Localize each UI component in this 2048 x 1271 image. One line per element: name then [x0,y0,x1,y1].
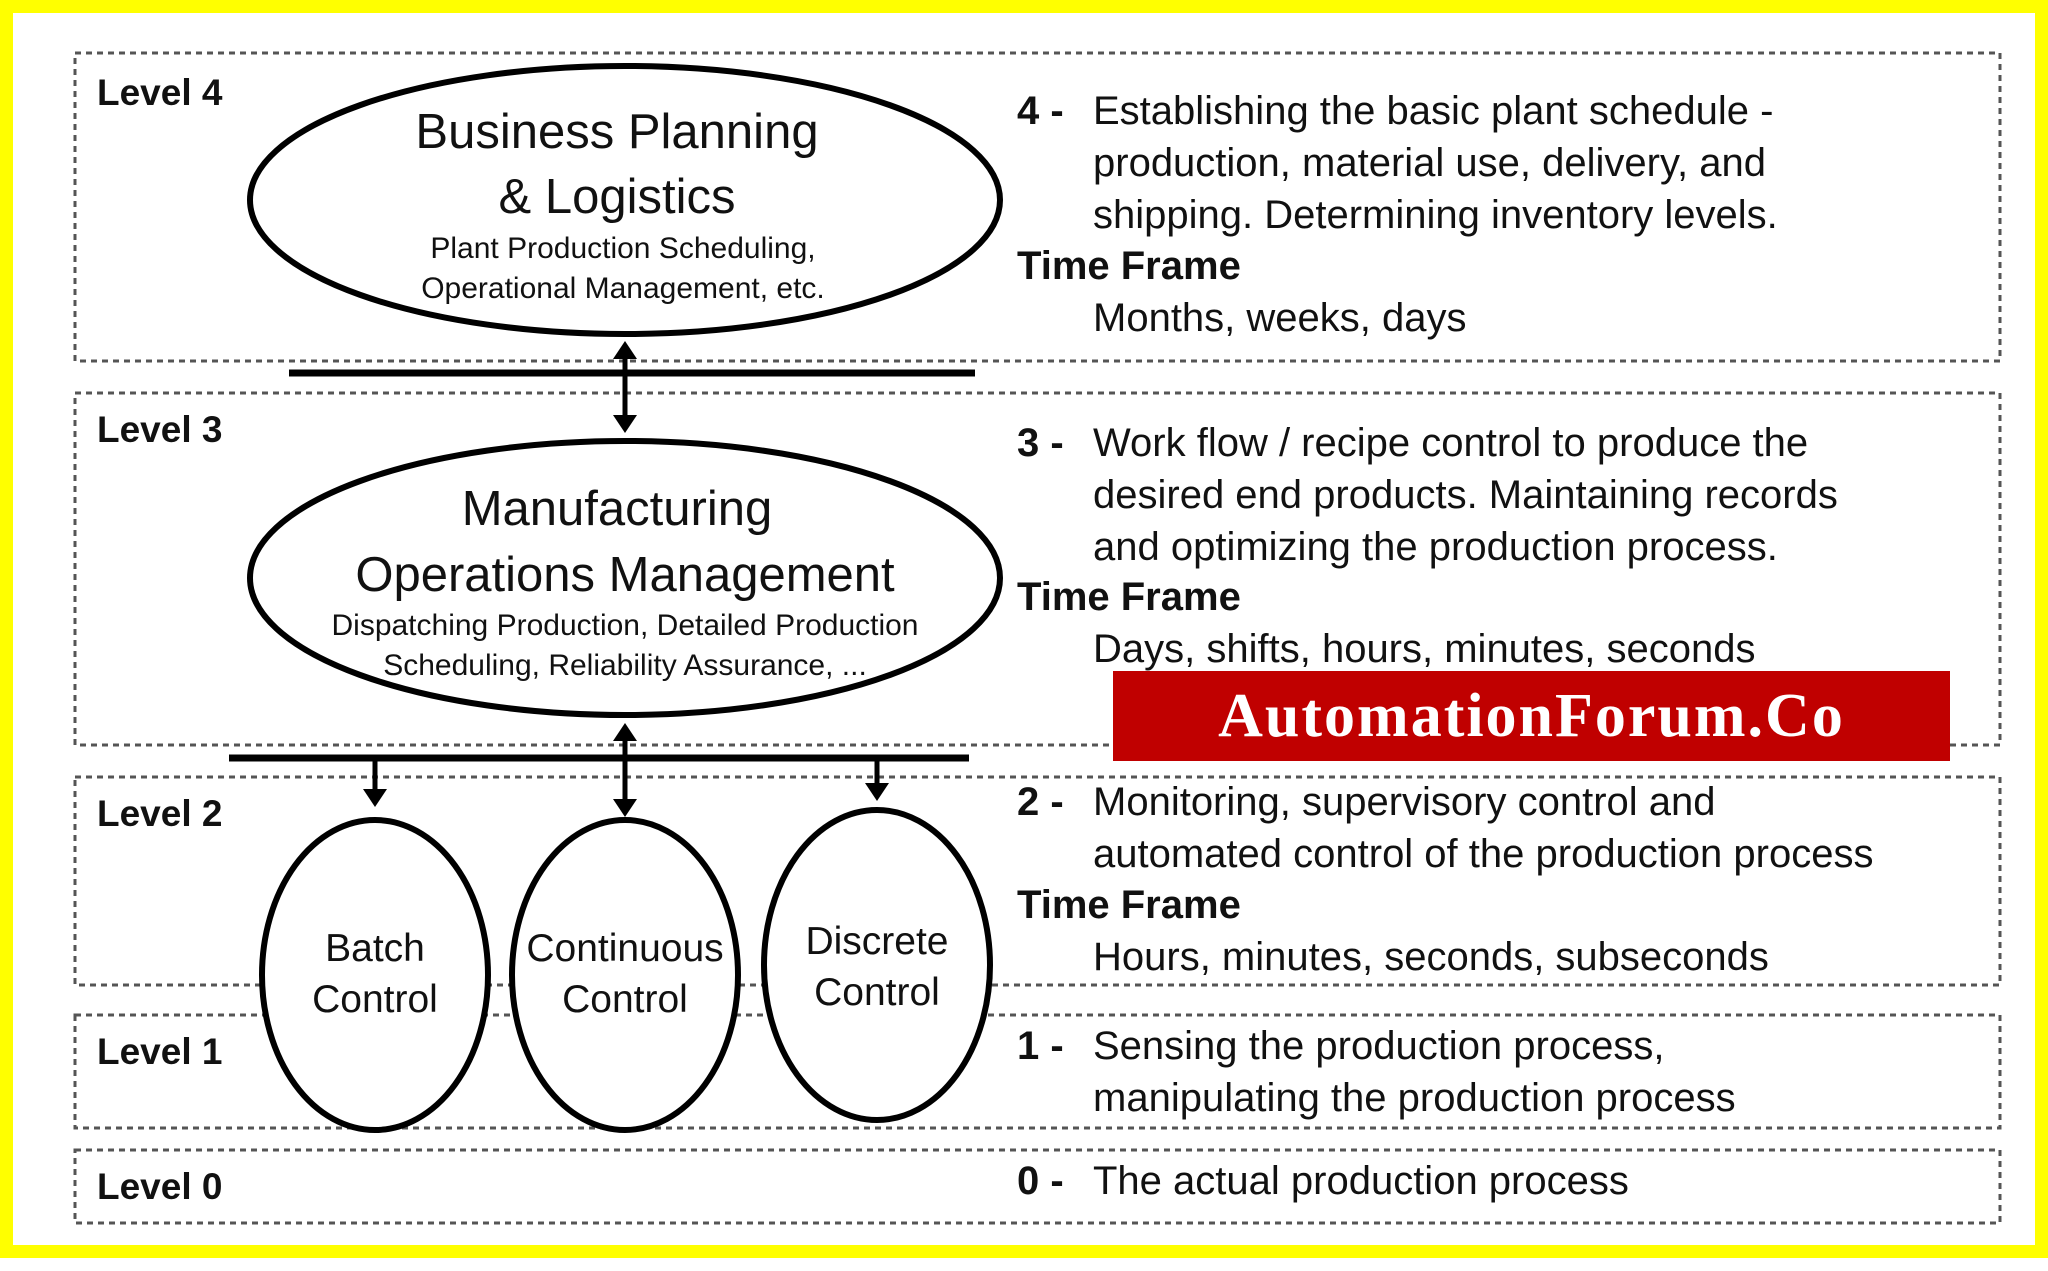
business-title-line1: Business Planning [415,105,818,159]
arrow-to-batch [363,758,387,807]
business-planning-node: Business Planning & Logistics Plant Prod… [247,63,1003,337]
continuous-title-line2: Control [562,978,688,1021]
level-1-desc-line2: manipulating the production process [1093,1076,1736,1120]
level-3-timeframe: Days, shifts, hours, minutes, seconds [1093,627,1756,671]
level-4-band [73,51,2002,363]
bidirectional-arrow-4-3 [613,341,637,433]
automationforum-watermark: AutomationForum.Co [1113,671,1950,761]
level-2-number: 2 - [1017,780,1064,824]
level-4-number: 4 - [1017,89,1064,133]
level-4-desc-line3: shipping. Determining inventory levels. [1093,193,1778,237]
mom-title-line2: Operations Management [355,548,895,602]
level-2-desc-line1: Monitoring, supervisory control and [1093,780,1716,824]
level-1-number: 1 - [1017,1024,1064,1068]
mom-sub-line2: Scheduling, Reliability Assurance, ... [383,649,867,682]
level-4-description: 4 - Establishing the basic plant schedul… [1017,89,1778,340]
level-2-label: Level 2 [97,793,222,834]
automation-pyramid-diagram: Level 4 Level 3 Level 2 Level 1 Level 0 … [73,51,2002,1225]
level-0-label: Level 0 [97,1166,222,1207]
level-0-desc-line1: The actual production process [1093,1159,1629,1203]
level-3-desc-line1: Work flow / recipe control to produce th… [1093,421,1808,465]
level-1-band [73,1013,2002,1130]
mom-sub-line1: Dispatching Production, Detailed Product… [331,609,918,642]
batch-control-node: Batch Control [259,817,491,1133]
batch-title-line1: Batch [325,927,425,970]
level-2-timeframe-label: Time Frame [1017,883,1241,927]
level-4-label: Level 4 [97,72,223,113]
level-4-timeframe: Months, weeks, days [1093,296,1467,340]
business-sub-line1: Plant Production Scheduling, [430,232,815,265]
level-3-desc-line3: and optimizing the production process. [1093,525,1778,569]
arrow-mom-bus [613,723,637,817]
business-sub-line2: Operational Management, etc. [421,272,825,305]
level-1-desc-line1: Sensing the production process, [1093,1024,1664,1068]
level-3-desc-line2: desired end products. Maintaining record… [1093,473,1838,517]
level-2-band [73,775,2002,987]
arrow-to-discrete [865,758,889,801]
business-title-line2: & Logistics [499,170,736,224]
level-4-desc-line2: production, material use, delivery, and [1093,141,1766,185]
level-3-band [73,391,2002,747]
mom-node: Manufacturing Operations Management Disp… [247,438,1003,718]
level-0-band [73,1148,2002,1225]
batch-title-line2: Control [312,978,438,1021]
discrete-title-line2: Control [814,971,940,1014]
level-2-desc-line2: automated control of the production proc… [1093,832,1873,876]
level-0-description: 0 - The actual production process [1017,1159,1629,1203]
level-1-label: Level 1 [97,1031,222,1072]
level-0-number: 0 - [1017,1159,1064,1203]
discrete-title-line1: Discrete [805,920,948,963]
level-2-timeframe: Hours, minutes, seconds, subseconds [1093,935,1769,979]
continuous-title-line1: Continuous [526,927,723,970]
discrete-control-node: Discrete Control [761,807,993,1123]
level-3-description: 3 - Work flow / recipe control to produc… [1017,421,1838,671]
continuous-control-node: Continuous Control [509,817,741,1133]
level-3-timeframe-label: Time Frame [1017,575,1241,619]
level-1-description: 1 - Sensing the production process, mani… [1017,1024,1736,1120]
level-3-number: 3 - [1017,421,1064,465]
mom-title-line1: Manufacturing [462,482,773,536]
level-4-desc-line1: Establishing the basic plant schedule - [1093,89,1773,133]
level-2-description: 2 - Monitoring, supervisory control and … [1017,780,1873,979]
level-3-label: Level 3 [97,409,222,450]
level-4-timeframe-label: Time Frame [1017,244,1241,288]
